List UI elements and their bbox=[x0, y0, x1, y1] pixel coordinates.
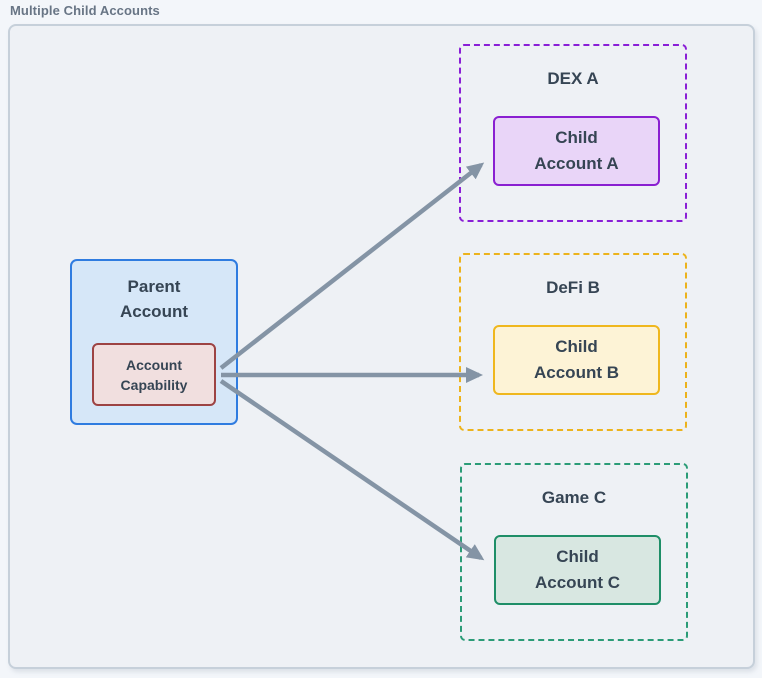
group-defi-b-label: DeFi B bbox=[546, 278, 600, 297]
parent-account-label: Parent Account bbox=[120, 277, 188, 321]
group-game-c-label: Game C bbox=[541, 488, 607, 507]
child-account-b-box: Child Account B bbox=[493, 325, 660, 395]
account-capability-label: Account Capability bbox=[120, 356, 188, 393]
group-dex-a-label: DEX A bbox=[547, 69, 599, 88]
child-account-c-box: Child Account C bbox=[494, 535, 661, 605]
diagram-title: Multiple Child Accounts bbox=[10, 3, 160, 18]
account-capability-box: Account Capability bbox=[92, 343, 216, 406]
child-account-a-box: Child Account A bbox=[493, 116, 660, 186]
group-game-c: Game C Child Account C bbox=[460, 463, 688, 641]
group-defi-b: DeFi B Child Account B bbox=[459, 253, 687, 431]
parent-account-box: Parent Account Account Capability bbox=[70, 259, 238, 425]
child-account-b-label: Child Account B bbox=[534, 337, 619, 382]
child-account-c-label: Child Account C bbox=[535, 547, 620, 592]
group-dex-a: DEX A Child Account A bbox=[459, 44, 687, 222]
child-account-a-label: Child Account A bbox=[534, 128, 619, 173]
